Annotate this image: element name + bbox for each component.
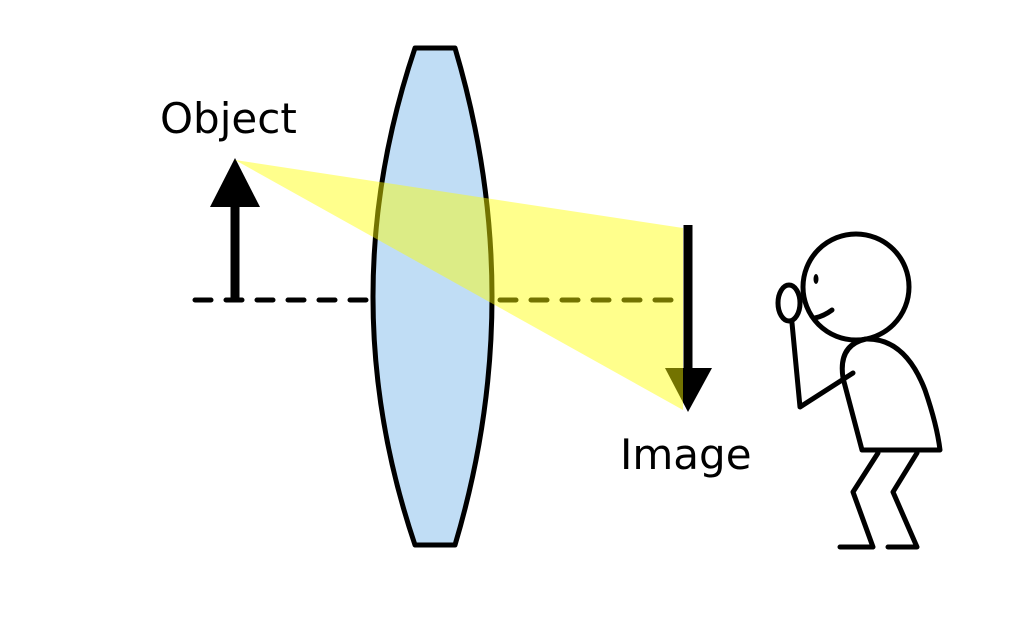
- object-arrow-icon: [210, 158, 260, 300]
- image-arrow-icon: [665, 225, 712, 412]
- light-ray-cone: [235, 160, 683, 410]
- lens-icon: [370, 45, 495, 548]
- object-label: Object: [160, 94, 297, 143]
- observer-figure-icon: [775, 231, 943, 550]
- image-label: Image: [620, 430, 752, 479]
